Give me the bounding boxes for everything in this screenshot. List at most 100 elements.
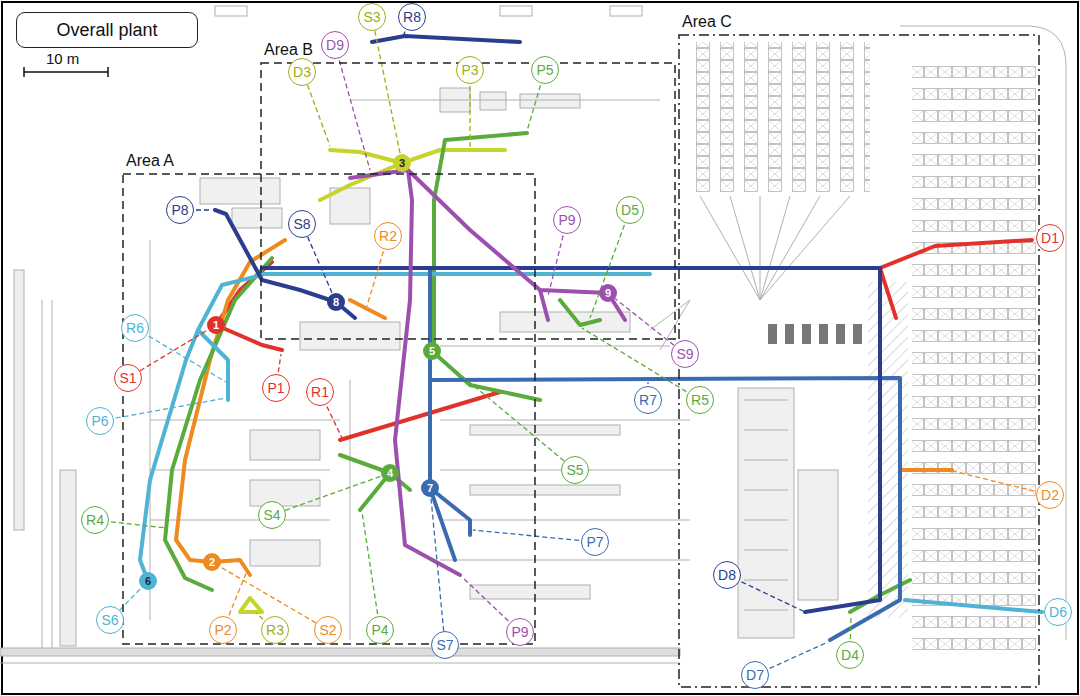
- callout-circle: S9: [671, 340, 699, 368]
- machine: [470, 485, 620, 495]
- scale-line: [24, 71, 108, 73]
- rack-block: [690, 42, 870, 192]
- callout-circle: R2: [374, 222, 402, 250]
- machine: [250, 430, 320, 460]
- area-heading: Area A: [124, 152, 176, 170]
- machine: [250, 540, 320, 566]
- callout-number: 1: [213, 319, 219, 332]
- rail: [0, 648, 680, 656]
- area-border: [679, 35, 1039, 687]
- leader-connector: [308, 237, 333, 294]
- callout-circle: R4: [81, 506, 109, 534]
- callout-circle: D8: [713, 561, 741, 589]
- callout-number: 4: [387, 467, 393, 480]
- callout-number: P8: [171, 202, 188, 218]
- callout-circle: R6: [121, 314, 149, 342]
- callout-number: R4: [86, 512, 104, 528]
- callout-number: 8: [333, 296, 339, 309]
- callout-circle: R5: [686, 386, 714, 414]
- callout-number: S8: [293, 216, 310, 232]
- wall-item: [500, 6, 532, 16]
- rack-block: [912, 60, 1036, 650]
- area-border: [261, 63, 675, 339]
- area-region: Area A: [122, 173, 536, 645]
- callout-circle: P1: [262, 374, 290, 402]
- callout-number: S6: [101, 612, 118, 628]
- callout-number: D4: [841, 647, 859, 663]
- callout-number: D7: [746, 667, 764, 683]
- callout-circle: P4: [366, 616, 394, 644]
- callout-number: R5: [691, 392, 709, 408]
- leader-line: [473, 530, 595, 542]
- leader-connector: [220, 567, 316, 623]
- callout-circle: S1: [114, 364, 142, 392]
- side-machine: [60, 470, 76, 646]
- callout-circle: S8: [288, 210, 316, 238]
- dark-unit: [802, 324, 811, 344]
- callout-number: R6: [126, 320, 144, 336]
- big-machine: [738, 388, 794, 638]
- area-region: Area C: [678, 34, 1040, 688]
- leader-connector: [431, 497, 444, 631]
- leader-connector: [375, 31, 400, 155]
- leader-line: [100, 398, 226, 421]
- scale-label: 10 m: [46, 50, 79, 67]
- callout-circle: P3: [456, 56, 484, 84]
- area-heading: Area C: [680, 13, 734, 31]
- title-box: Overall plant: [16, 12, 198, 48]
- callout-number: P2: [214, 622, 231, 638]
- conveyor: [150, 420, 340, 421]
- number-marker: 2: [203, 553, 221, 571]
- machine: [500, 312, 630, 332]
- scale-tick: [107, 67, 109, 77]
- callout-circle: P7: [581, 528, 609, 556]
- callout-number: R3: [266, 622, 284, 638]
- callout-number: R8: [403, 9, 421, 25]
- callout-number: P1: [267, 380, 284, 396]
- route-blue: [430, 268, 900, 640]
- callout-number: 2: [209, 556, 215, 569]
- callout-circle: D6: [1044, 598, 1072, 626]
- callout-number: P9: [558, 212, 575, 228]
- number-marker: 1: [207, 316, 225, 334]
- area-border: [123, 174, 535, 644]
- callout-circle: D7: [741, 661, 769, 689]
- callout-number: 3: [399, 157, 405, 170]
- machine: [300, 322, 400, 350]
- machine: [200, 178, 280, 204]
- callout-circle: R7: [634, 386, 662, 414]
- callout-circle: D1: [1036, 224, 1064, 252]
- wall-item: [215, 6, 247, 16]
- callout-number: 9: [605, 287, 611, 300]
- leader-line: [135, 328, 226, 382]
- callout-circle: R1: [306, 378, 334, 406]
- dark-unit: [819, 324, 828, 344]
- scale-bar: [24, 67, 108, 77]
- callout-circle: P9: [553, 206, 581, 234]
- leader-line: [362, 512, 380, 630]
- big-machine: [798, 470, 838, 600]
- callout-circle: S3: [358, 3, 386, 31]
- callout-number: 7: [427, 482, 433, 495]
- callout-number: R1: [311, 384, 329, 400]
- callout-circle: D2: [1036, 481, 1064, 509]
- rail: [0, 663, 680, 664]
- conveyor: [440, 346, 670, 347]
- wall-item: [610, 6, 642, 16]
- side-track: [14, 270, 24, 530]
- callout-number: S2: [319, 622, 336, 638]
- callout-number: S7: [436, 637, 453, 653]
- machine: [480, 92, 506, 110]
- plant-outline: [900, 26, 1066, 640]
- conveyor: [350, 100, 660, 101]
- callout-circle: D3: [288, 58, 316, 86]
- scale-tick: [23, 67, 25, 77]
- conveyor: [440, 520, 690, 521]
- callout-number: P7: [586, 534, 603, 550]
- dark-unit: [785, 324, 794, 344]
- area-heading: Area B: [262, 41, 315, 59]
- title-text: Overall plant: [56, 20, 157, 41]
